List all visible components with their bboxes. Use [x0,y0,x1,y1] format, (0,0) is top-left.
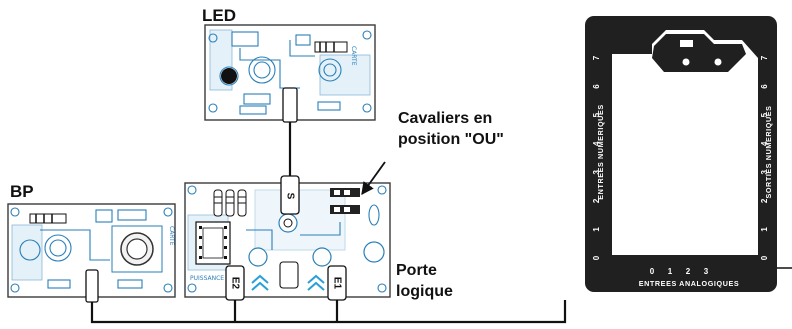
plug-e1: E1 [327,265,347,301]
left-pin-number: 5 [592,112,601,117]
left-pin-number: 4 [592,141,601,146]
bottom-pin-number: 3 [704,267,709,276]
left-pin-number: 7 [592,55,601,60]
plug-s-label: S [284,193,295,200]
bp-board: CARTE [7,203,176,303]
left-pin-number: 2 [592,198,601,203]
plug-s: S [280,175,300,215]
arduino-shield: ENTREES NUMERIQUES SORTIES NUMERIQUES EN… [585,16,777,292]
common-bus-wire [90,300,567,324]
left-pin-number: 6 [592,84,601,89]
right-pin-number: 0 [760,255,769,260]
right-pin-number: 3 [760,170,769,175]
bottom-pin-number: 2 [686,267,691,276]
left-pin-number: 3 [592,170,601,175]
bp-board-name: CARTE [168,226,175,246]
bottom-pin-number: 1 [668,267,673,276]
right-pin-numbers: 0 1 2 3 4 5 6 7 [760,55,769,260]
right-pin-number: 1 [760,227,769,232]
plug-e1-label: E1 [331,277,342,290]
right-pin-number: 5 [760,112,769,117]
cavaliers-label-line2: position "OU" [398,131,504,148]
right-pin-number: 4 [760,141,769,146]
puissance-text: PUISSANCE [190,275,224,282]
plug-e2-label: E2 [229,277,240,290]
left-pin-number: 1 [592,227,601,232]
led-label: LED [202,6,236,25]
left-pin-numbers: 0 1 2 3 4 5 6 7 [592,55,601,260]
right-pin-number: 2 [760,198,769,203]
porte-logique-label-line1: Porte [396,262,437,279]
plug-e2: E2 [225,265,245,301]
bottom-pin-numbers: 0 1 2 3 [650,267,709,276]
entrees-numeriques-label: ENTREES NUMERIQUES [596,104,605,199]
led-board: CARTE [204,24,376,123]
entrees-analogiques-label: ENTREES ANALOGIQUES [639,279,740,288]
porte-logique-label-line2: logique [396,283,453,300]
bottom-pin-number: 0 [650,267,655,276]
bp-label: BP [10,182,34,201]
cavaliers-label-line1: Cavaliers en [398,110,493,127]
right-pin-number: 6 [760,84,769,89]
led-board-name: CARTE [350,46,357,66]
sorties-numeriques-label: SORTIES NUMERIQUES [764,105,773,198]
right-pin-number: 7 [760,55,769,60]
left-pin-number: 0 [592,255,601,260]
jumper-arrow [361,161,386,196]
